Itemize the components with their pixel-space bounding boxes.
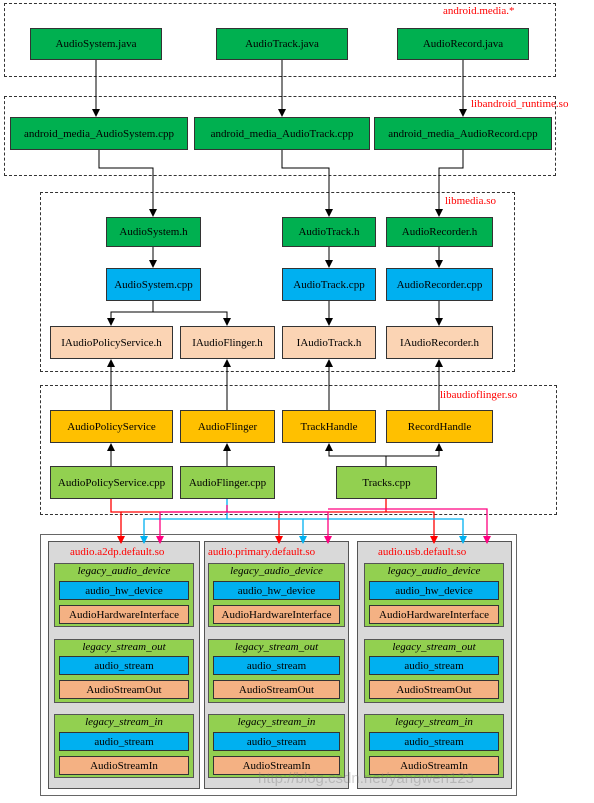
- item-a2dp-audio-stream-out[interactable]: audio_stream: [59, 656, 189, 675]
- item-a2dp-audiostreamin[interactable]: AudioStreamIn: [59, 756, 189, 775]
- arrow-pink-to-usb: [328, 508, 491, 544]
- item-a2dp-audiohardwareinterface[interactable]: AudioHardwareInterface: [59, 605, 189, 624]
- item-usb-audio-stream-out[interactable]: audio_stream: [369, 656, 499, 675]
- box-iaudiopolicyservice-h[interactable]: IAudioPolicyService.h: [50, 326, 173, 359]
- item-a2dp-audiostreamout[interactable]: AudioStreamOut: [59, 680, 189, 699]
- layer-libandroid-runtime: [4, 96, 556, 176]
- hal-module-title-primary: audio.primary.default.so: [208, 546, 316, 558]
- watermark: http://blog.csdn.net/yangwen123: [258, 770, 474, 787]
- arrow-audiosystem-cpp-to-iaudiopolicyservice: [107, 301, 154, 326]
- arrow-jni-audiosystem-to-h: [98, 150, 157, 217]
- arrow-jni-audiotrack-to-h: [281, 150, 333, 217]
- arrow-red-to-usb: [279, 511, 438, 544]
- box-recordhandle[interactable]: RecordHandle: [386, 410, 493, 443]
- arrow-tracks-cpp-to-recordhandle: [386, 443, 443, 457]
- hal-module-title-usb: audio.usb.default.so: [378, 546, 467, 558]
- box-audiotrack-h[interactable]: AudioTrack.h: [282, 217, 376, 247]
- box-audiosystem-h[interactable]: AudioSystem.h: [106, 217, 201, 247]
- item-primary-audio-stream-in[interactable]: audio_stream: [213, 732, 340, 751]
- box-audiosystem-java[interactable]: AudioSystem.java: [30, 28, 162, 60]
- item-usb-audiostreamout[interactable]: AudioStreamOut: [369, 680, 499, 699]
- item-usb-audiostreamin[interactable]: AudioStreamIn: [369, 756, 499, 775]
- item-primary-audiostreamout[interactable]: AudioStreamOut: [213, 680, 340, 699]
- arrow-audiosystem-cpp-to-iaudioflinger: [153, 311, 231, 326]
- item-a2dp-audio-hw-device[interactable]: audio_hw_device: [59, 581, 189, 600]
- box-iaudiotrack-h[interactable]: IAudioTrack.h: [282, 326, 376, 359]
- box-audiorecorder-cpp[interactable]: AudioRecorder.cpp: [386, 268, 493, 301]
- box-audiorecorder-h[interactable]: AudioRecorder.h: [386, 217, 493, 247]
- item-usb-audiohardwareinterface[interactable]: AudioHardwareInterface: [369, 605, 499, 624]
- arrow-red-to-a2dp: [110, 499, 125, 544]
- box-audiotrack-cpp[interactable]: AudioTrack.cpp: [282, 268, 376, 301]
- arrow-pink-to-primary: [227, 511, 332, 544]
- item-primary-audiostreamin[interactable]: AudioStreamIn: [213, 756, 340, 775]
- layer-libaudioflinger: [40, 385, 557, 515]
- box-audiopolicyservice-cpp[interactable]: AudioPolicyService.cpp: [50, 466, 173, 499]
- box-audioflinger-cpp[interactable]: AudioFlinger.cpp: [180, 466, 275, 499]
- box-iaudiorecorder-h[interactable]: IAudioRecorder.h: [386, 326, 493, 359]
- box-audiotrack-java[interactable]: AudioTrack.java: [216, 28, 348, 60]
- arrow-pink-to-a2dp: [160, 505, 228, 543]
- box-trackhandle[interactable]: TrackHandle: [282, 410, 376, 443]
- box-iaudioflinger-h[interactable]: IAudioFlinger.h: [180, 326, 275, 359]
- box-tracks-cpp[interactable]: Tracks.cpp: [336, 466, 437, 499]
- hal-module-title-a2dp: audio.a2dp.default.so: [70, 546, 165, 558]
- arrow-tracks-cpp-to-trackhandle: [325, 443, 387, 466]
- box-audiosystem-cpp[interactable]: AudioSystem.cpp: [106, 268, 201, 301]
- box-android-media-audiorecord-cpp[interactable]: android_media_AudioRecord.cpp: [374, 117, 552, 150]
- arrow-red-to-primary: [121, 511, 283, 544]
- layer-label-libandroid-runtime: libandroid_runtime.so: [471, 98, 569, 110]
- layer-label-libmedia: libmedia.so: [445, 195, 497, 207]
- item-usb-audio-hw-device[interactable]: audio_hw_device: [369, 581, 499, 600]
- box-audioflinger[interactable]: AudioFlinger: [180, 410, 275, 443]
- item-primary-audio-stream-out[interactable]: audio_stream: [213, 656, 340, 675]
- box-android-media-audiotrack-cpp[interactable]: android_media_AudioTrack.cpp: [194, 117, 370, 150]
- layer-label-android-media: android.media.*: [443, 5, 515, 17]
- arrow-blue-to-a2dp: [140, 499, 228, 544]
- layer-libmedia: [40, 192, 515, 372]
- box-audiopolicyservice[interactable]: AudioPolicyService: [50, 410, 173, 443]
- box-android-media-audiosystem-cpp[interactable]: android_media_AudioSystem.cpp: [10, 117, 188, 150]
- box-audiorecord-java[interactable]: AudioRecord.java: [397, 28, 529, 60]
- arrow-jni-audiorecord-to-h: [435, 150, 464, 217]
- layer-label-libaudioflinger: libaudioflinger.so: [440, 389, 518, 401]
- layer-android-media: [4, 3, 556, 77]
- item-primary-audiohardwareinterface[interactable]: AudioHardwareInterface: [213, 605, 340, 624]
- item-primary-audio-hw-device[interactable]: audio_hw_device: [213, 581, 340, 600]
- arrow-blue-to-primary: [227, 518, 307, 544]
- item-usb-audio-stream-in[interactable]: audio_stream: [369, 732, 499, 751]
- arrow-blue-to-usb: [303, 518, 467, 544]
- item-a2dp-audio-stream-in[interactable]: audio_stream: [59, 732, 189, 751]
